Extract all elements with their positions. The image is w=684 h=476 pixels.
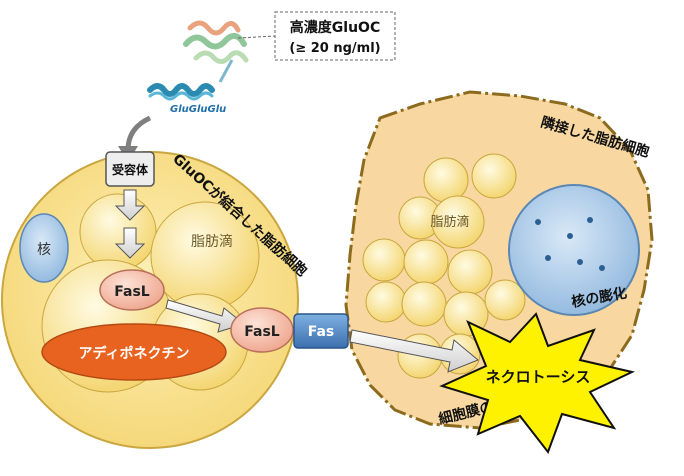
necroptosis-label: ネクロトーシス	[486, 368, 591, 386]
fasl-membrane	[230, 307, 294, 353]
neighbor-lipid-droplet-label: 脂肪滴	[430, 214, 469, 230]
receptor-box	[105, 151, 155, 187]
bound-cell-nucleus	[19, 213, 69, 283]
binding-arrow	[125, 115, 152, 151]
nucleus-dots	[535, 217, 605, 271]
adiponectin-shape	[41, 323, 227, 381]
necroptosis-signal-arrow	[349, 329, 479, 373]
fasl-membrane-label: FasL	[244, 324, 280, 340]
signal-arrow-2	[114, 227, 146, 259]
gluoc-concentration-callout	[274, 11, 396, 61]
fas-receptor-label: Fas	[308, 324, 335, 340]
swollen-nucleus	[508, 184, 640, 316]
callout-line-2: (≥ 20 ng/ml)	[289, 41, 380, 56]
callout-leader-line	[237, 35, 276, 39]
adiponectin-label: アディポネクチン	[78, 345, 189, 362]
fasl-intracellular-label: FasL	[114, 284, 150, 300]
callout-line-1: 高濃度GluOC	[290, 19, 380, 36]
bound-cell-nucleus-label: 核	[37, 242, 51, 258]
fasl-intracellular	[99, 269, 165, 311]
gluoc-protein-icon	[147, 20, 249, 101]
fas-receptor	[293, 313, 349, 349]
necroptosis-burst-icon	[439, 312, 636, 455]
bound-lipid-droplet-label: 脂肪滴	[191, 233, 233, 250]
receptor-label: 受容体	[112, 162, 149, 177]
signal-arrow-1	[114, 189, 146, 221]
gluoc-protein-label: GluGluGlu	[170, 104, 226, 115]
